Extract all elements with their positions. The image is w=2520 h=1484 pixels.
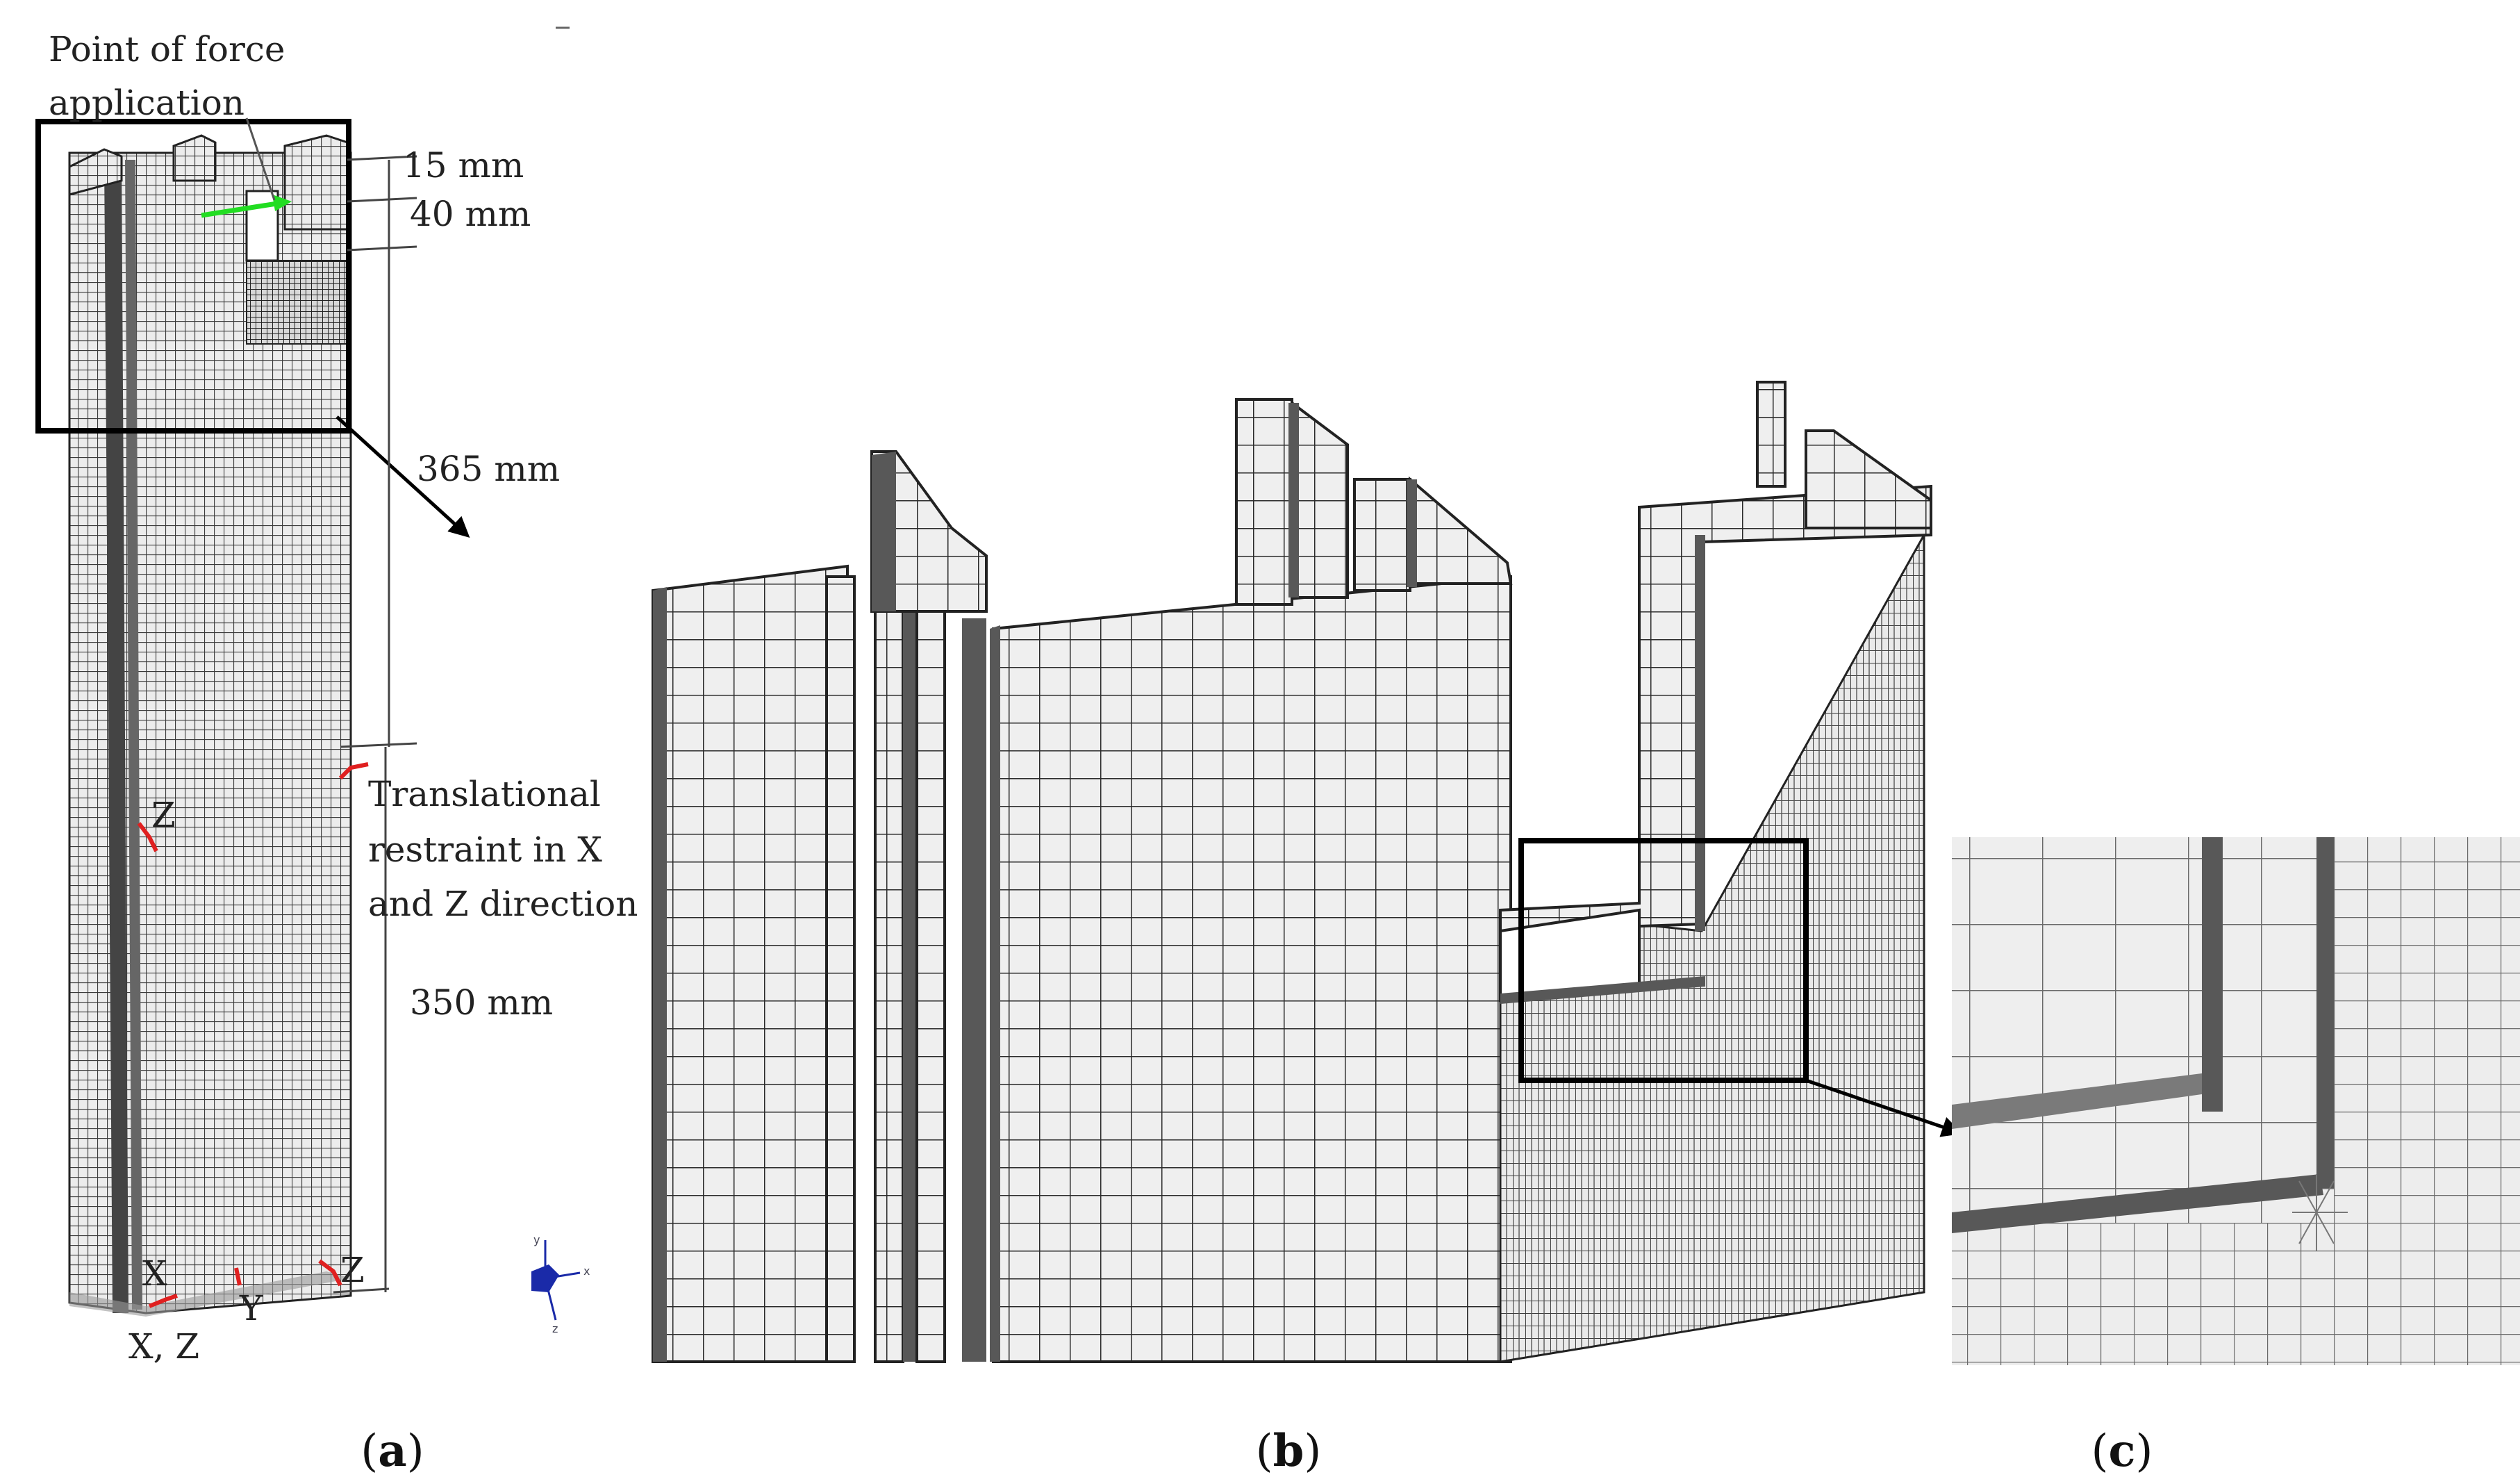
triad-y: y [533, 1233, 540, 1246]
axis-z-mid: Z [151, 795, 176, 835]
refined-mesh-zone [246, 260, 348, 345]
dimension-lines [333, 155, 417, 1294]
svg-text:(b): (b) [1256, 1425, 1322, 1477]
b-main-web-edge [990, 625, 1000, 1362]
triad-x: x [583, 1264, 590, 1278]
b-left-dark-web [903, 597, 917, 1362]
svg-text:(a): (a) [360, 1425, 424, 1477]
coordinate-triad: y x z [531, 1233, 590, 1335]
force-label-line2: application [49, 83, 244, 123]
b-left-web-2 [874, 589, 904, 1363]
c-fine-lower [1952, 1223, 2520, 1365]
panel-b-right-block [1499, 381, 1932, 1363]
axis-x-bottom: X [142, 1253, 167, 1294]
triad-z: z [552, 1322, 558, 1335]
b-right-top-flange-2 [1805, 429, 1932, 529]
restraint-marks [137, 762, 369, 1308]
force-label-line1: Point of force [49, 29, 285, 69]
b-right-dark-edge [1695, 535, 1705, 931]
b-top-web-a [1235, 398, 1293, 606]
b-right-top-flange [1756, 381, 1787, 488]
dim-365mm: 365 mm [417, 449, 560, 489]
column-edge-dark-2 [125, 160, 142, 1310]
b-right-fine-mesh [1499, 531, 1925, 1363]
restraint-label-line1: Translational [368, 774, 601, 814]
b-right-dark-edge-2 [1500, 976, 1705, 1004]
b-left-web-3 [915, 589, 946, 1363]
force-leader [245, 117, 276, 201]
dim-15mm: 15 mm [403, 145, 524, 186]
dim-350mm: 350 mm [410, 982, 553, 1023]
caption-a: (a) [360, 1425, 424, 1477]
c-dark-vertical-edge-2 [2316, 837, 2334, 1188]
b-top-dark-2 [1407, 479, 1417, 587]
b-left-flange [652, 564, 849, 1363]
b-top-dark-1 [1288, 403, 1299, 597]
top-notch [245, 190, 279, 262]
b-left-dark-edge [653, 587, 667, 1362]
zoom-frame-a [35, 119, 351, 434]
column-edge-dark [104, 160, 129, 1313]
zoom-arrow-a [335, 415, 470, 538]
top-flange-left [68, 148, 123, 196]
axis-xz-bottom: X, Z [129, 1326, 199, 1367]
caption-c: (c) [2091, 1425, 2153, 1477]
c-dark-horizontal-edge-2 [1952, 1174, 2323, 1233]
b-top-left-flange-dark [872, 452, 896, 611]
c-dark-horizontal-edge [1952, 1073, 2202, 1129]
top-flange-right [283, 134, 349, 231]
b-top-web-d [1409, 476, 1513, 585]
caption-b: (b) [1256, 1425, 1322, 1477]
zoom-frame-b [1518, 838, 1809, 1083]
top-flange-mid [172, 134, 217, 182]
svg-text:(c): (c) [2091, 1425, 2153, 1477]
axis-y-bottom: Y [239, 1288, 263, 1328]
b-left-dark-web-2 [962, 618, 986, 1362]
restraint-label-line2: restraint in X [368, 830, 602, 870]
b-main-web [992, 575, 1512, 1363]
b-left-web-1 [825, 575, 856, 1363]
panel-c-detail [1952, 837, 2520, 1365]
force-arrow [201, 195, 292, 218]
zoom-arrow-b [1805, 1078, 1963, 1137]
panel-b-mesh-zoom [652, 398, 1513, 1363]
restraint-label-line3: and Z direction [368, 884, 638, 924]
column-bottom [69, 1271, 351, 1317]
axis-z-bottom: Z [340, 1250, 365, 1290]
c-refinement-star [2292, 1174, 2348, 1251]
panel-a-mesh-model [68, 134, 352, 1317]
c-dark-vertical-edge [2202, 837, 2223, 1112]
b-top-web-b [1291, 400, 1349, 599]
dim-40mm: 40 mm [410, 194, 531, 234]
b-top-web-c [1353, 478, 1411, 592]
